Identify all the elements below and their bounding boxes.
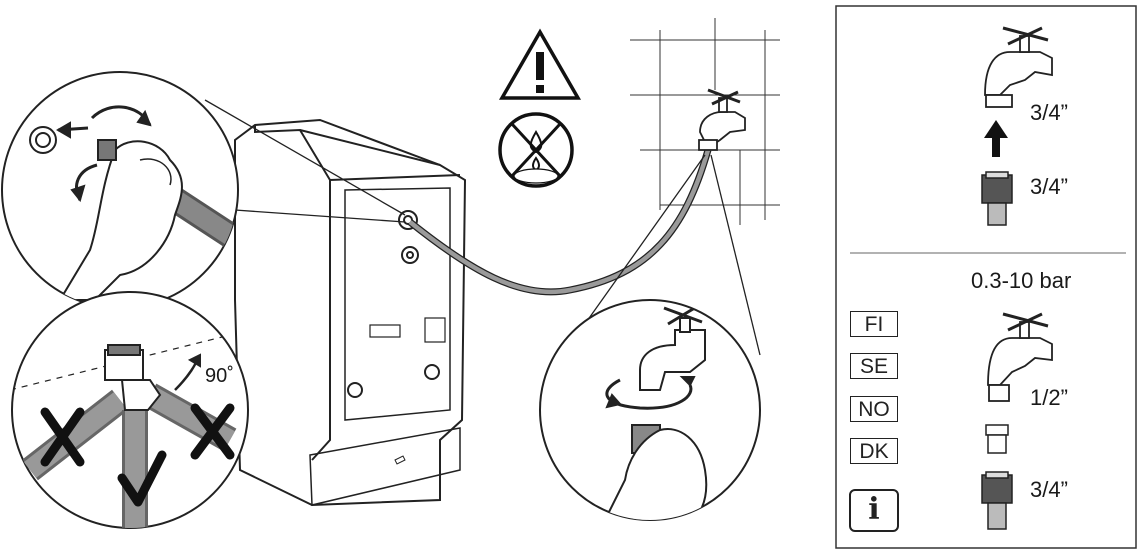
panel-adapter [985, 424, 1009, 454]
detail-remove-cap [1, 71, 239, 309]
cross-mark-icon [190, 403, 235, 460]
angle-label: 90˚ [205, 365, 234, 387]
info-icon: i [849, 489, 899, 532]
warning-triangle-icon [498, 28, 582, 100]
top-inlet-size-label: 3/4” [1030, 100, 1068, 125]
panel-hose-fitting-bottom [981, 471, 1013, 530]
panel-hose-fitting-top [981, 171, 1013, 226]
top-hose-size-label: 3/4” [1030, 174, 1068, 199]
up-arrow-icon [984, 120, 1008, 157]
panel-tap-bottom [987, 312, 1053, 402]
pressure-range-label: 0.3-10 bar [971, 268, 1072, 293]
check-mark-icon [117, 450, 167, 507]
wall-tap [698, 88, 746, 151]
country-code-dk: DK [850, 438, 898, 464]
no-drip-icon [498, 112, 574, 188]
washing-machine [234, 118, 467, 507]
country-code-no: NO [850, 396, 898, 422]
detail-connect-tap [539, 299, 761, 521]
country-code-fi: FI [850, 311, 898, 337]
tap-size-small-label: 1/2” [1030, 385, 1068, 410]
bottom-hose-size-label: 3/4” [1030, 477, 1068, 502]
country-code-se: SE [850, 353, 898, 379]
callout-lines [204, 99, 761, 356]
cross-mark-icon [40, 407, 85, 467]
panel-tap-top [984, 26, 1053, 108]
